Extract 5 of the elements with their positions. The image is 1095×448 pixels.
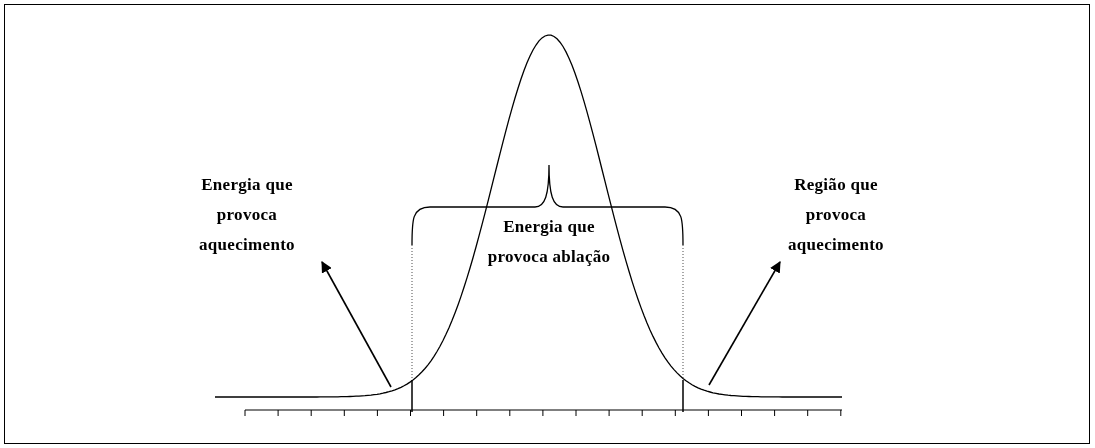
annotation-text: Energia que provoca ablação xyxy=(486,216,612,268)
annotation-text: Região que provoca aquecimento xyxy=(787,174,885,256)
arrow xyxy=(708,261,781,386)
annotation-text: Energia que provoca aquecimento xyxy=(198,174,296,256)
arrow xyxy=(321,261,392,388)
